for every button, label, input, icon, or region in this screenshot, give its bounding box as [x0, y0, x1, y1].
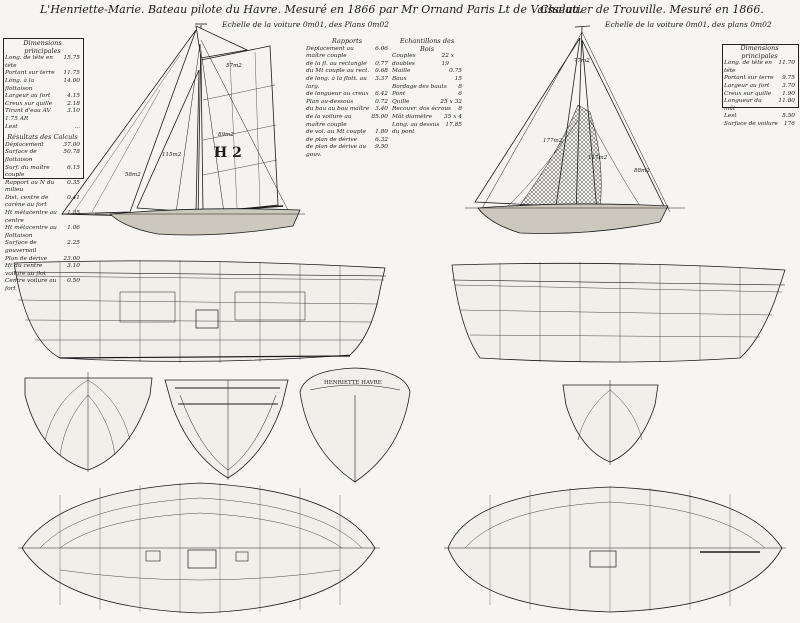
left-dimensions-box	[3, 38, 84, 179]
transom-name: HENRIETTE HAVRE	[324, 380, 382, 386]
table-row: du Mt couple au rect.0.68	[306, 68, 388, 75]
cutter-sail-plan	[61, 23, 305, 236]
left-dimensions-header: Dimensions principales	[23, 39, 62, 55]
trawler-profile	[451, 262, 786, 363]
trawler-half-breadth-plan	[444, 486, 786, 613]
rapports-header: Rapports	[331, 37, 363, 45]
sail-number: H 2	[214, 145, 242, 161]
sail-label: 57m2	[226, 63, 242, 69]
cutter-body-plan	[24, 372, 153, 472]
trawler-sail-plan	[465, 25, 685, 234]
trawler-body-plan	[562, 380, 659, 465]
right-scale-caption: Echelle de la voiture 0m01, des plans 0m…	[605, 20, 772, 29]
left-results-header: Résultats des Calculs	[7, 133, 78, 142]
table-row: Lest...	[5, 123, 80, 130]
right-dimensions-table: Dimensions principales Long. de tête en …	[724, 44, 795, 129]
table-row: de long. à la flott. au larg.3.37	[306, 75, 388, 90]
right-dimensions-box	[722, 44, 799, 108]
right-dimensions-header: Dimensions principales	[740, 44, 779, 60]
left-scale-caption: Echelle de la voiture 0m01, des Plans 0m…	[222, 20, 389, 29]
cutter-transom-view	[299, 367, 411, 483]
sail-label: 177m2	[543, 138, 563, 144]
cutter-half-breadth-plan	[18, 482, 380, 614]
cutter-profile	[13, 260, 387, 363]
sail-label: 89m2	[218, 132, 234, 138]
sail-label: 77m2	[574, 58, 590, 64]
table-row: de plan de dérive au gouv.9.50	[306, 144, 388, 158]
left-dimensions-table: Dimensions principales Long. de tête en …	[5, 39, 80, 294]
cutter-midship-section	[164, 379, 289, 480]
sail-label: 88m2	[634, 168, 650, 174]
left-plate-title: L'Henriette-Marie. Bateau pilote du Havr…	[40, 3, 583, 16]
echantillons-header: Echantillons des Bois	[399, 37, 455, 53]
sail-label: 117m2	[588, 155, 608, 161]
right-plate-title: Chalutier de Trouville. Mesuré en 1866.	[540, 3, 764, 16]
sail-label: 58m2	[125, 172, 141, 178]
sail-label: 115m2	[162, 152, 182, 158]
